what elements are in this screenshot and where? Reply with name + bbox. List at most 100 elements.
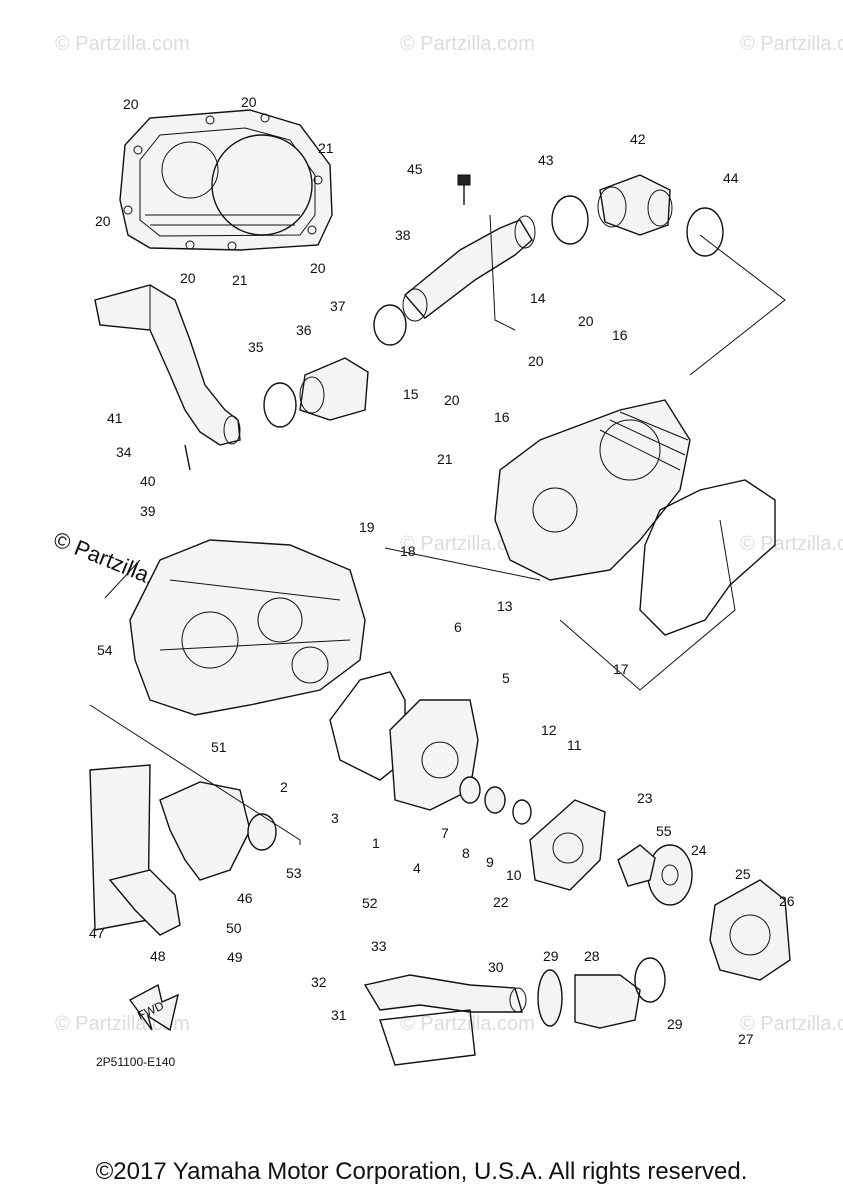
clamp-35 [263,382,297,428]
callout: 51 [211,739,227,755]
callout: 20 [123,96,139,112]
part-55 [617,844,656,887]
callout: 1 [372,835,380,851]
callout: 37 [330,298,346,314]
callout: 24 [691,842,707,858]
callout: 20 [95,213,111,229]
callout: 54 [97,642,113,658]
seal-53 [247,813,277,851]
callout: 36 [296,322,312,338]
callout: 49 [227,949,243,965]
crankcase-illustration [129,539,366,716]
watermark: © Partzilla.com [55,33,190,55]
callout: 48 [150,948,166,964]
housing-26 [709,879,791,981]
watermark: © Partzilla.com [400,533,535,555]
intake-duct-34 [94,284,241,471]
callout: 20 [180,270,196,286]
clamp-43 [551,195,589,245]
callout: 29 [667,1016,683,1032]
callout: 8 [462,845,470,861]
callout: 18 [400,543,416,559]
callout: 44 [723,170,739,186]
callout: 20 [241,94,257,110]
callout: 38 [395,227,411,243]
duct-30 [363,974,527,1013]
callout: 20 [310,260,326,276]
callout: 13 [497,598,513,614]
joint-42 [597,174,673,236]
callout: 21 [318,140,334,156]
callout: 7 [441,825,449,841]
figure-code: 2P51100-E140 [96,1055,176,1069]
watermark: © Partzilla.com [740,533,843,555]
shield-31 [379,1009,476,1066]
callout: 3 [331,810,339,826]
watermark: © Partzilla.com [740,33,843,55]
callout: 2 [280,779,288,795]
callout: 53 [286,865,302,881]
callout: 43 [538,152,554,168]
callout: 31 [331,1007,347,1023]
callout: 45 [407,161,423,177]
callout: 25 [735,866,751,882]
callout: 50 [226,920,242,936]
copyright-notice: ©2017 Yamaha Motor Corporation, U.S.A. A… [95,1158,748,1185]
callouts: 20 20 21 20 20 21 20 45 43 42 44 38 14 3… [89,94,795,1047]
callout: 42 [630,131,646,147]
duct-48 [108,869,181,936]
callout: 41 [107,410,123,426]
callout: 12 [541,722,557,738]
clamp-29a [537,969,563,1027]
callout: 21 [232,272,248,288]
callout: 35 [248,339,264,355]
callout: 20 [578,313,594,329]
callout: 10 [506,867,522,883]
duct-38 [402,215,536,322]
crankcase-cover-illustration [119,109,333,251]
callout: 27 [738,1031,754,1047]
callout: 39 [140,503,156,519]
callout: 55 [656,823,672,839]
callout: 34 [116,444,132,460]
callout: 9 [486,854,494,870]
callout: 16 [612,327,628,343]
bearings [459,776,532,825]
callout: 52 [362,895,378,911]
callout: 47 [89,925,105,941]
watermark: © Partzilla.com [400,33,535,55]
callout: 19 [359,519,375,535]
callout: 26 [779,893,795,909]
callout: 21 [437,451,453,467]
leader-lines [89,214,786,845]
callout: 29 [543,948,559,964]
hose-28 [574,974,641,1029]
watermark: © Partzilla.com [740,1013,843,1035]
gasket-17 [639,479,776,636]
callout: 40 [140,473,156,489]
callout: 20 [444,392,460,408]
callout: 15 [403,386,419,402]
callout: 46 [237,890,253,906]
clamp-44 [686,207,724,257]
callout: 28 [584,948,600,964]
callout: 11 [567,737,582,753]
impeller-24 [647,844,693,906]
bolt-45 [457,174,471,205]
clamp-29b [634,957,666,1003]
callout: 30 [488,959,504,975]
callout: 33 [371,938,387,954]
cover-22 [529,799,606,891]
clamp-37 [373,304,407,346]
duct-46 [159,781,251,881]
joint-36 [299,357,369,421]
callout: 14 [530,290,546,306]
watermark: © Partzilla.com [400,1013,535,1035]
callout: 32 [311,974,327,990]
callout: 23 [637,790,653,806]
callout: 16 [494,409,510,425]
crankcase-cover-13 [494,399,691,581]
cover-1 [389,699,479,811]
callout: 4 [413,860,421,876]
callout: 22 [493,894,509,910]
